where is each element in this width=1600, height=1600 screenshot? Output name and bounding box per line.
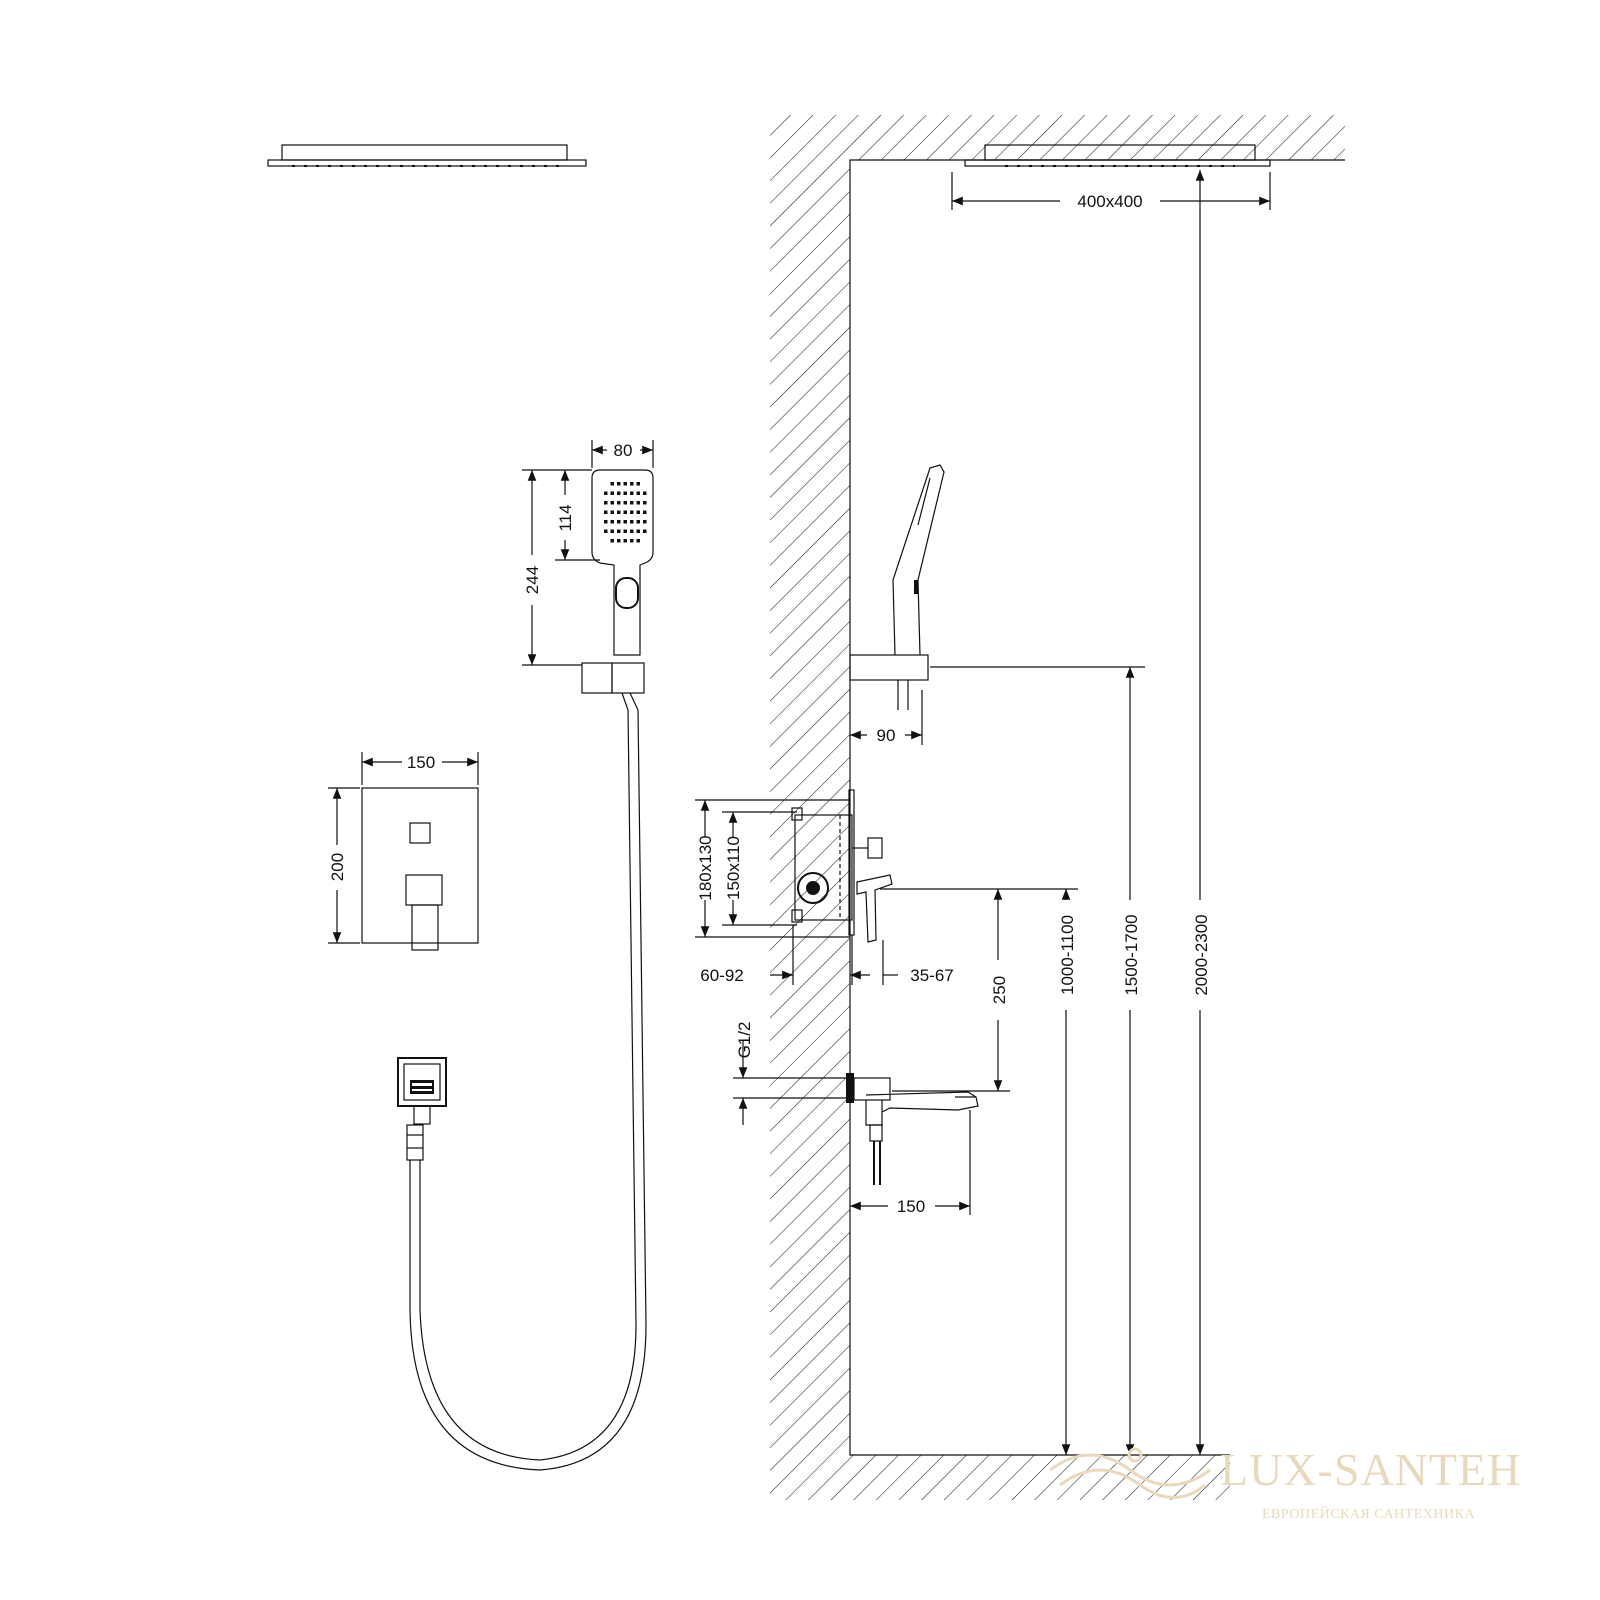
nozzle [630,539,634,543]
dim-holder-offset-label: 90 [877,726,896,745]
installed-hand-shower [849,464,945,710]
nozzle [617,491,621,495]
dim-holder-offset: 90 [850,690,923,745]
hand-shower-front [581,469,654,694]
nozzle [630,491,634,495]
dim-plate-projection: 35-67 [850,940,954,985]
nozzle [617,520,621,524]
nozzle [636,491,640,495]
dim-plate-width-label: 150 [407,753,435,772]
nozzle [636,529,640,533]
nozzle [623,510,627,514]
watermark-tagline: ЕВРОПЕЙСКАЯ САНТЕХНИКА [1262,1505,1475,1522]
dim-plate-height: 200 [328,787,360,944]
dim-head-height-label: 2000-2300 [1192,914,1211,995]
dim-head-size-label: 400x400 [1077,192,1142,211]
mixer-cover-plate [361,787,479,951]
nozzle [617,482,621,486]
dim-holder-height-label: 1500-1700 [1122,914,1141,995]
dim-box-inner: 150x110 [722,811,797,926]
nozzle [623,491,627,495]
nozzle [610,529,614,533]
watermark-logo-icon [1049,1447,1211,1499]
nozzle [610,520,614,524]
dim-plate-width: 150 [361,752,479,785]
watermark: LUX-SANTEH ЕВРОПЕЙСКАЯ САНТЕХНИКА [1049,1444,1521,1522]
nozzle [623,539,627,543]
nozzle [630,501,634,505]
dim-head-size: 400x400 [951,172,1271,211]
nozzle [610,501,614,505]
wall-section [770,115,1345,1500]
nozzle [623,520,627,524]
nozzle [617,510,621,514]
dim-thread-label: G1/2 [735,1022,754,1059]
nozzle [610,491,614,495]
nozzle [623,482,627,486]
nozzle [604,529,608,533]
dim-thread: G1/2 [733,1022,846,1125]
dim-box-inner-label: 150x110 [724,836,743,900]
dim-spout-reach-label: 150 [897,1197,925,1216]
dim-hand-width: 80 [591,440,654,468]
shower-head-elevation [267,144,587,167]
nozzle [630,529,634,533]
dim-box-outer-label: 180x130 [696,835,715,900]
nozzle [643,529,647,533]
nozzle [630,510,634,514]
bath-spout [846,1073,979,1185]
nozzle [610,482,614,486]
nozzle [604,510,608,514]
nozzle [617,501,621,505]
nozzle [604,491,608,495]
nozzle [643,520,647,524]
dim-plate-height-label: 200 [328,853,347,881]
nozzle [617,529,621,533]
nozzle [636,501,640,505]
nozzle [643,491,647,495]
dim-box-depth-label: 60-92 [700,966,743,985]
nozzle [636,539,640,543]
wall-outlet [397,1057,447,1125]
nozzle [630,482,634,486]
nozzle [636,520,640,524]
dim-holder-height: 1500-1700 [930,666,1145,1455]
nozzle [636,510,640,514]
nozzle [630,520,634,524]
nozzle-grid [604,482,647,543]
dim-spout-gap-label: 250 [990,976,1009,1004]
watermark-brand: LUX-SANTEH [1220,1444,1521,1495]
installed-shower-head [964,144,1271,167]
dim-hand-total-height: 244 [522,469,582,666]
dim-hand-head-height: 114 [555,469,600,561]
dim-hand-width-label: 80 [614,441,633,460]
dim-hand-total-height-label: 244 [523,566,542,594]
nozzle [604,520,608,524]
nozzle [636,482,640,486]
dim-hand-head-height-label: 114 [556,504,575,531]
nozzle [623,529,627,533]
dim-head-height: 2000-2300 [1192,170,1211,1455]
shower-hose [406,692,647,1471]
concealed-box [791,789,893,943]
nozzle [643,501,647,505]
dim-spout-reach: 150 [850,1110,971,1216]
nozzle [610,539,614,543]
dim-mixer-height: 1000-1100 [880,888,1078,1455]
dim-box-outer: 180x130 [695,799,850,938]
dim-mixer-height-label: 1000-1100 [1058,915,1077,995]
nozzle [617,539,621,543]
nozzle [623,501,627,505]
nozzle [610,510,614,514]
nozzle [643,510,647,514]
nozzle [604,501,608,505]
dim-spout-gap: 250 [892,889,1010,1092]
dim-plate-projection-label: 35-67 [910,966,953,985]
